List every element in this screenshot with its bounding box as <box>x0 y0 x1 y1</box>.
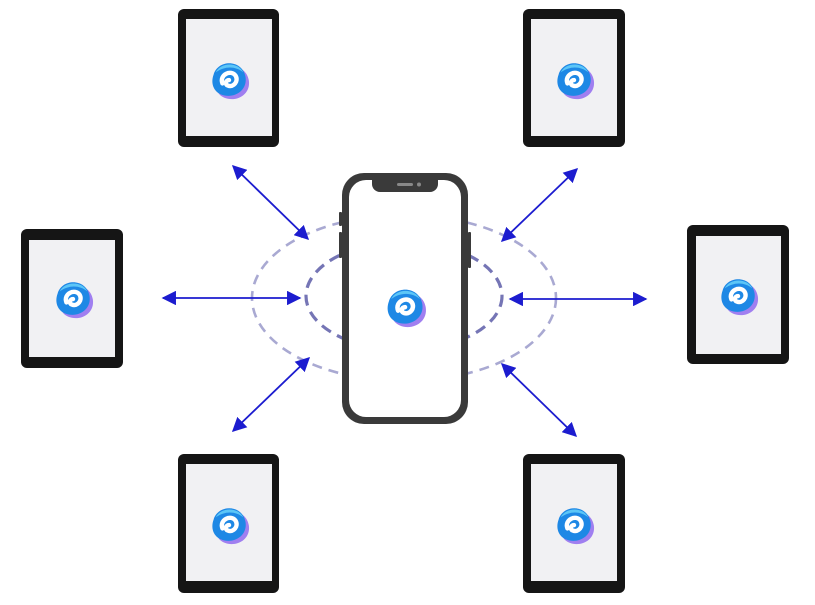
arrow-top-right <box>500 168 579 242</box>
arrow-top-left <box>231 164 310 241</box>
tablet-top-left <box>178 9 279 147</box>
arrow-bottom-left <box>231 357 311 432</box>
tablet-top-right <box>523 9 625 147</box>
tablet-bottom-left <box>178 454 279 593</box>
hub-smartphone <box>339 173 471 424</box>
tablet-left <box>21 229 123 368</box>
arrow-bottom-right <box>500 362 578 438</box>
sync-arrows <box>161 164 648 438</box>
tablet-right <box>687 225 789 364</box>
tablet-bottom-right <box>523 454 625 593</box>
